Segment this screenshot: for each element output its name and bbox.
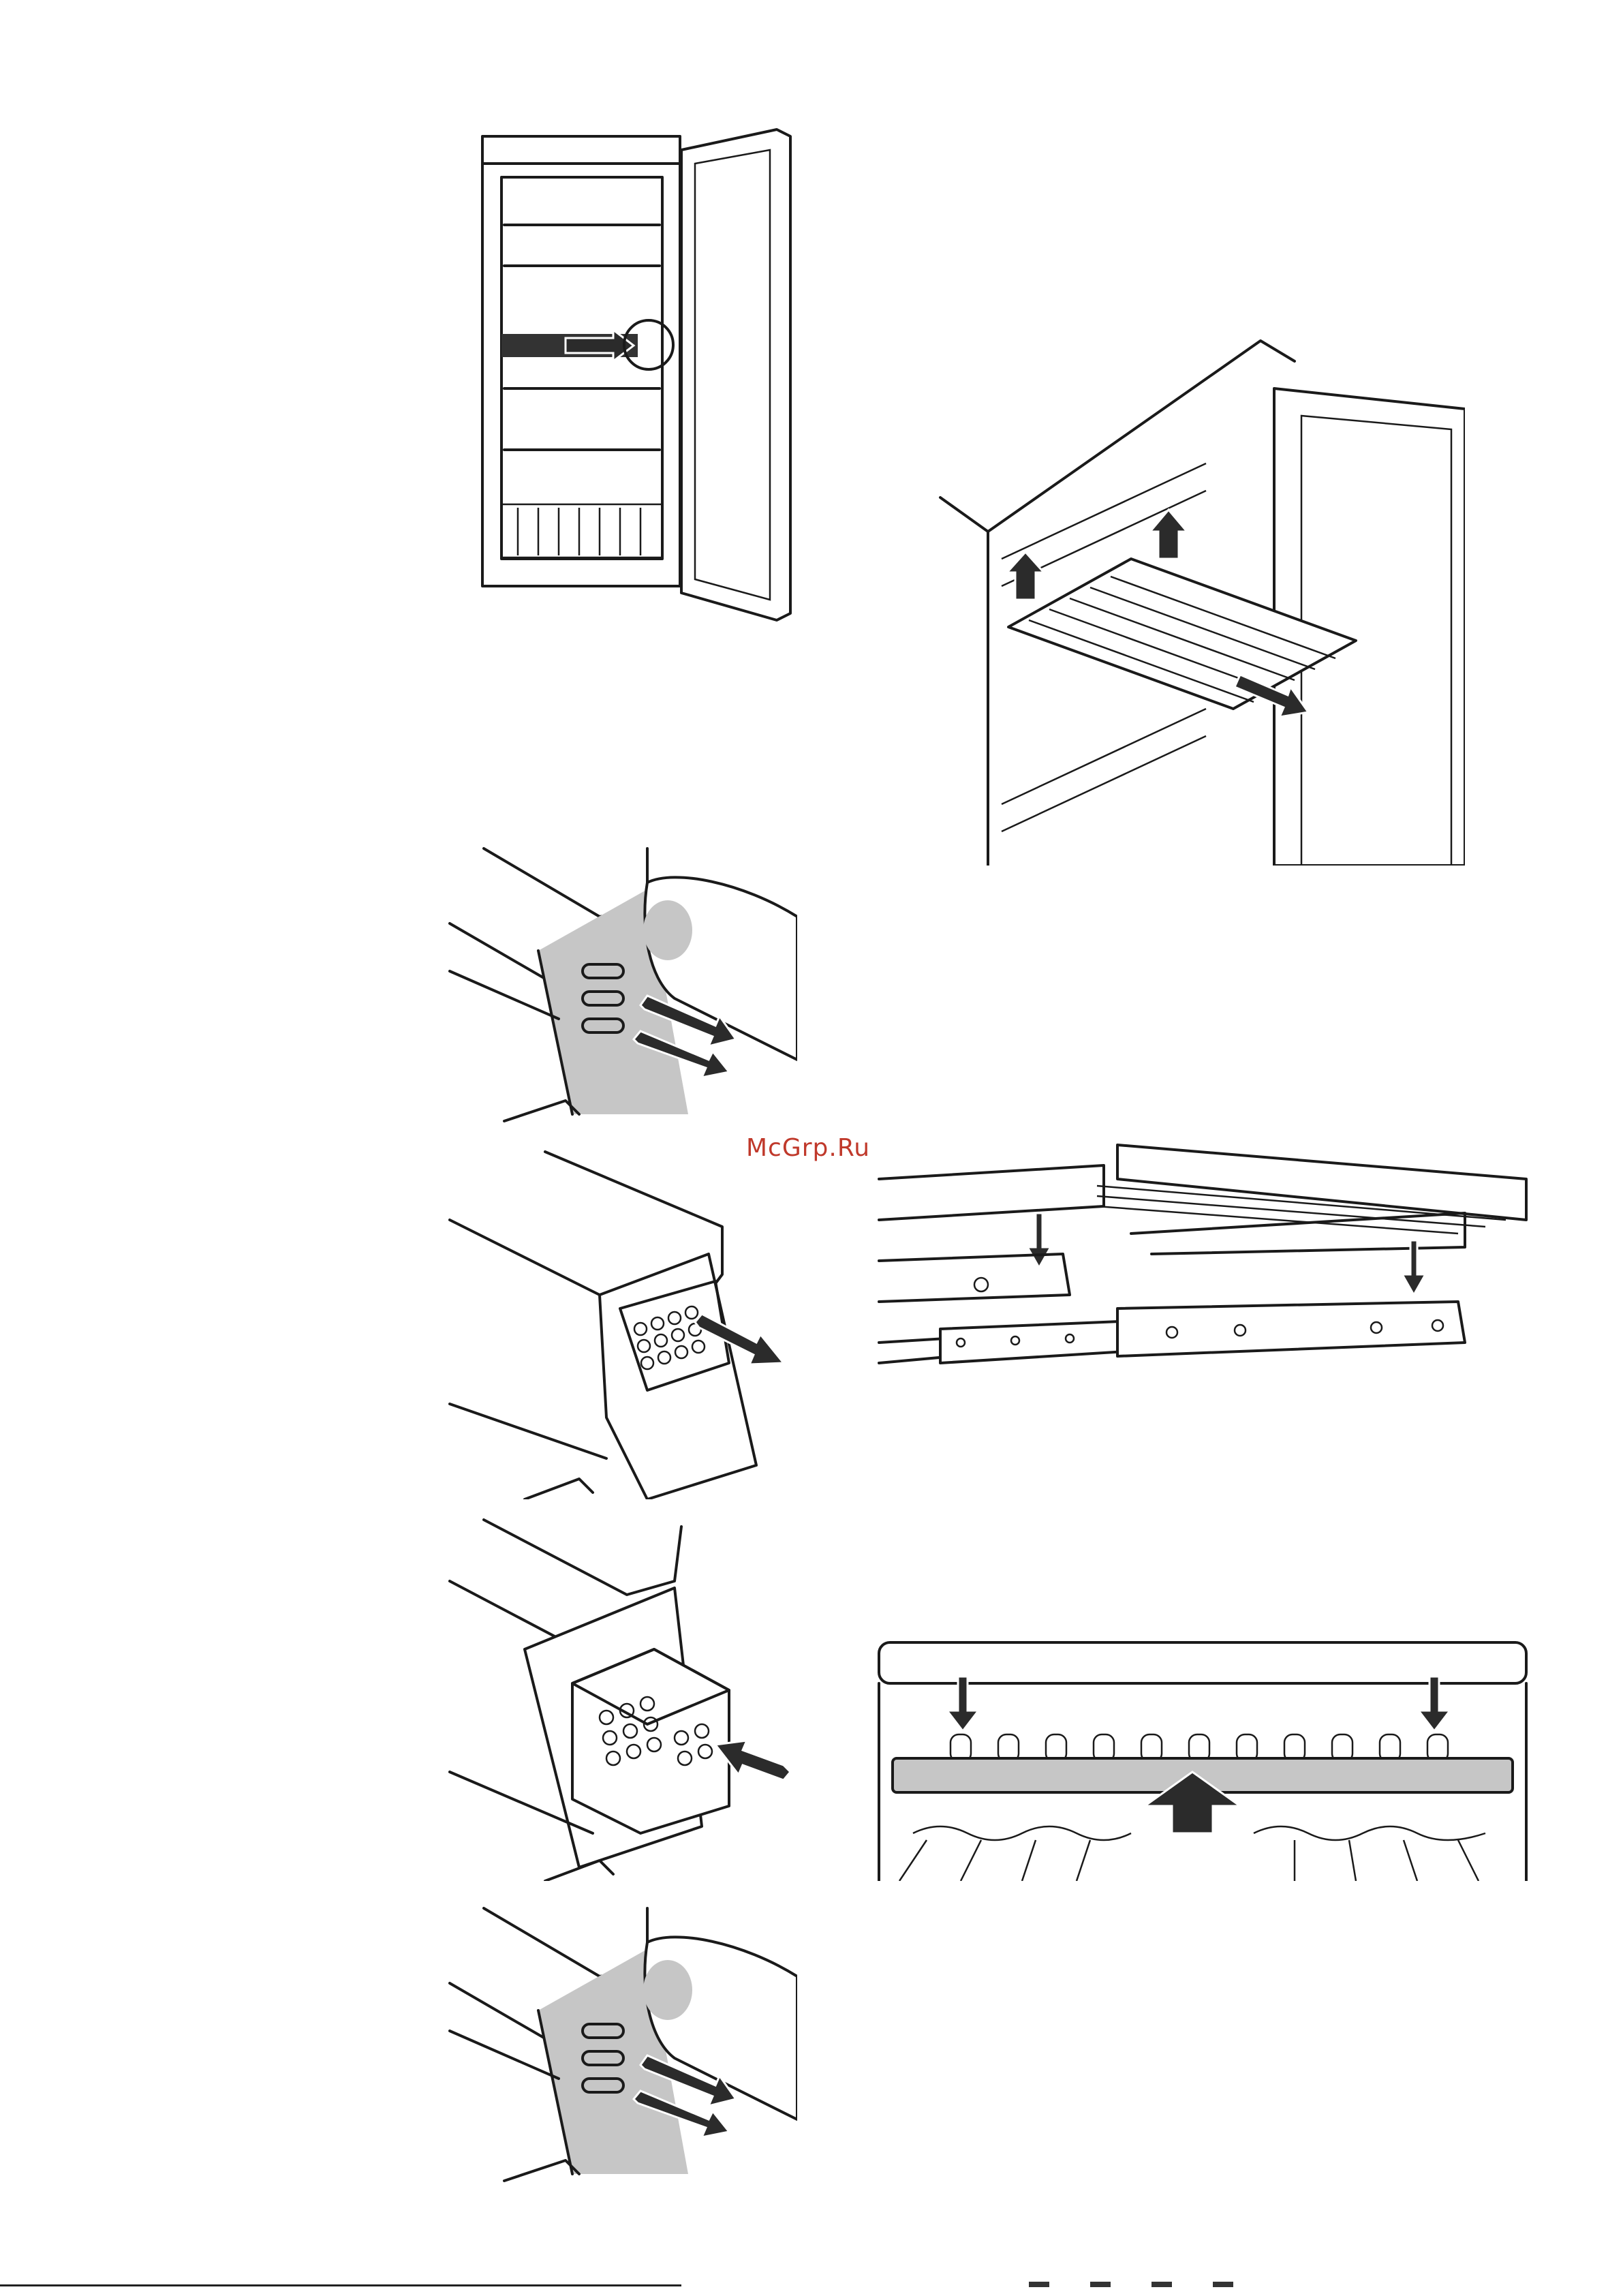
footer-mark — [1151, 2282, 1172, 2287]
footer-mark — [1213, 2282, 1233, 2287]
finger-press-cover-icon — [443, 1901, 797, 2188]
shelf-removal-figure — [933, 327, 1465, 866]
footer-marks — [1029, 2282, 1288, 2289]
footer-mark — [1090, 2282, 1111, 2287]
watermark-text: McGrp.Ru — [746, 1134, 870, 1162]
finger-press-cover-icon — [443, 842, 797, 1128]
filter-pull-out-figure — [443, 1145, 797, 1499]
fridge-overview-figure — [477, 123, 804, 627]
rail-mounting-figure — [872, 1138, 1540, 1377]
filter-insert-figure — [443, 1513, 797, 1881]
cover-press-close-figure — [443, 1901, 797, 2188]
cover-press-open-figure — [443, 842, 797, 1128]
footer-mark — [1029, 2282, 1049, 2287]
shelf-front-view-icon — [872, 1629, 1533, 1881]
shelf-front-view-figure — [872, 1629, 1533, 1881]
filter-removal-icon — [443, 1145, 797, 1499]
refrigerator-open-door-icon — [477, 123, 804, 627]
shelf-rail-mounting-icon — [872, 1138, 1540, 1377]
filter-insertion-icon — [443, 1513, 797, 1881]
shelf-lift-and-pull-icon — [933, 327, 1465, 866]
footer-divider — [0, 2284, 681, 2286]
